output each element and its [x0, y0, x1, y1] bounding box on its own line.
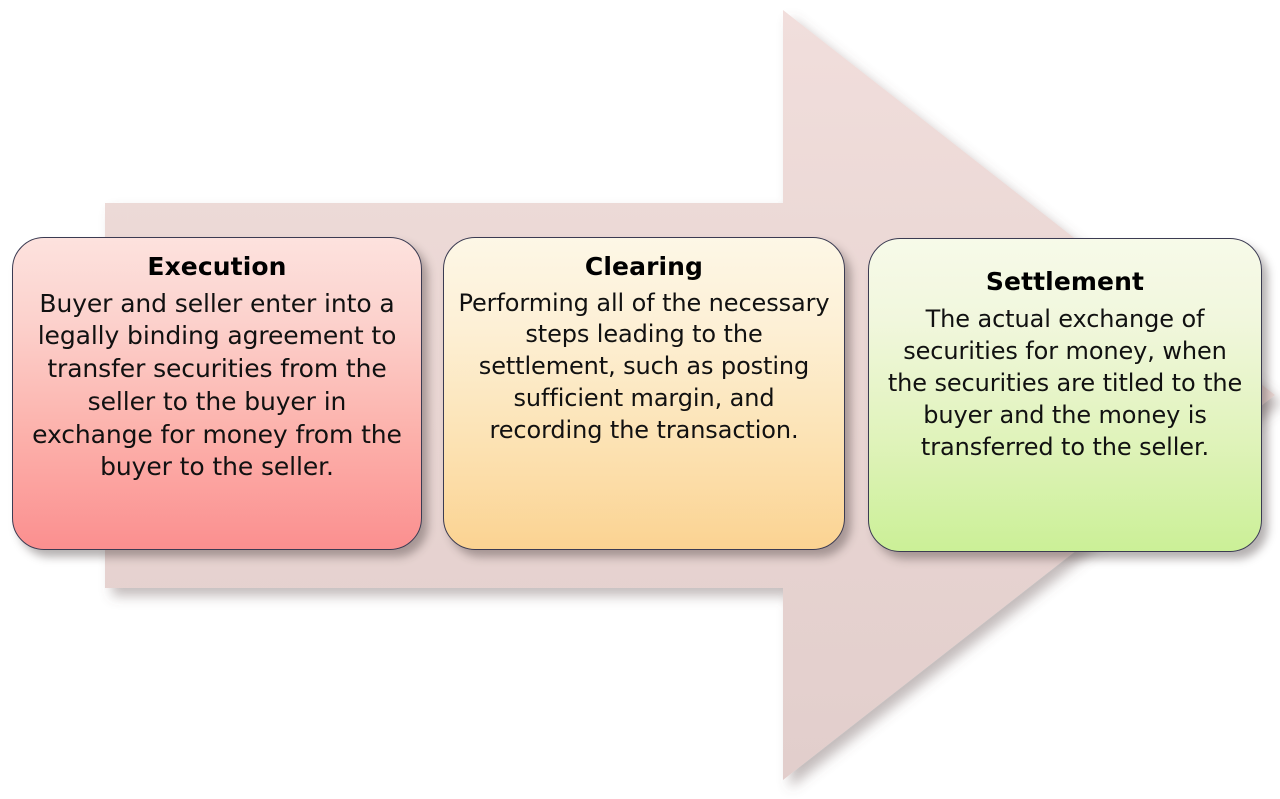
stage-box-clearing[interactable]: Clearing Performing all of the necessary… — [443, 237, 845, 550]
stage-title-clearing: Clearing — [584, 252, 704, 281]
stage-box-settlement[interactable]: Settlement The actual exchange of securi… — [868, 238, 1262, 552]
stage-title-settlement: Settlement — [985, 267, 1145, 296]
stage-description-settlement: The actual exchange of securities for mo… — [887, 304, 1243, 462]
stage-description-execution: Buyer and seller enter into a legally bi… — [32, 288, 402, 482]
stage-description-clearing: Performing all of the necessary steps le… — [458, 288, 830, 445]
stage-box-execution[interactable]: Execution Buyer and seller enter into a … — [12, 237, 422, 550]
stage-title-execution: Execution — [147, 252, 287, 281]
